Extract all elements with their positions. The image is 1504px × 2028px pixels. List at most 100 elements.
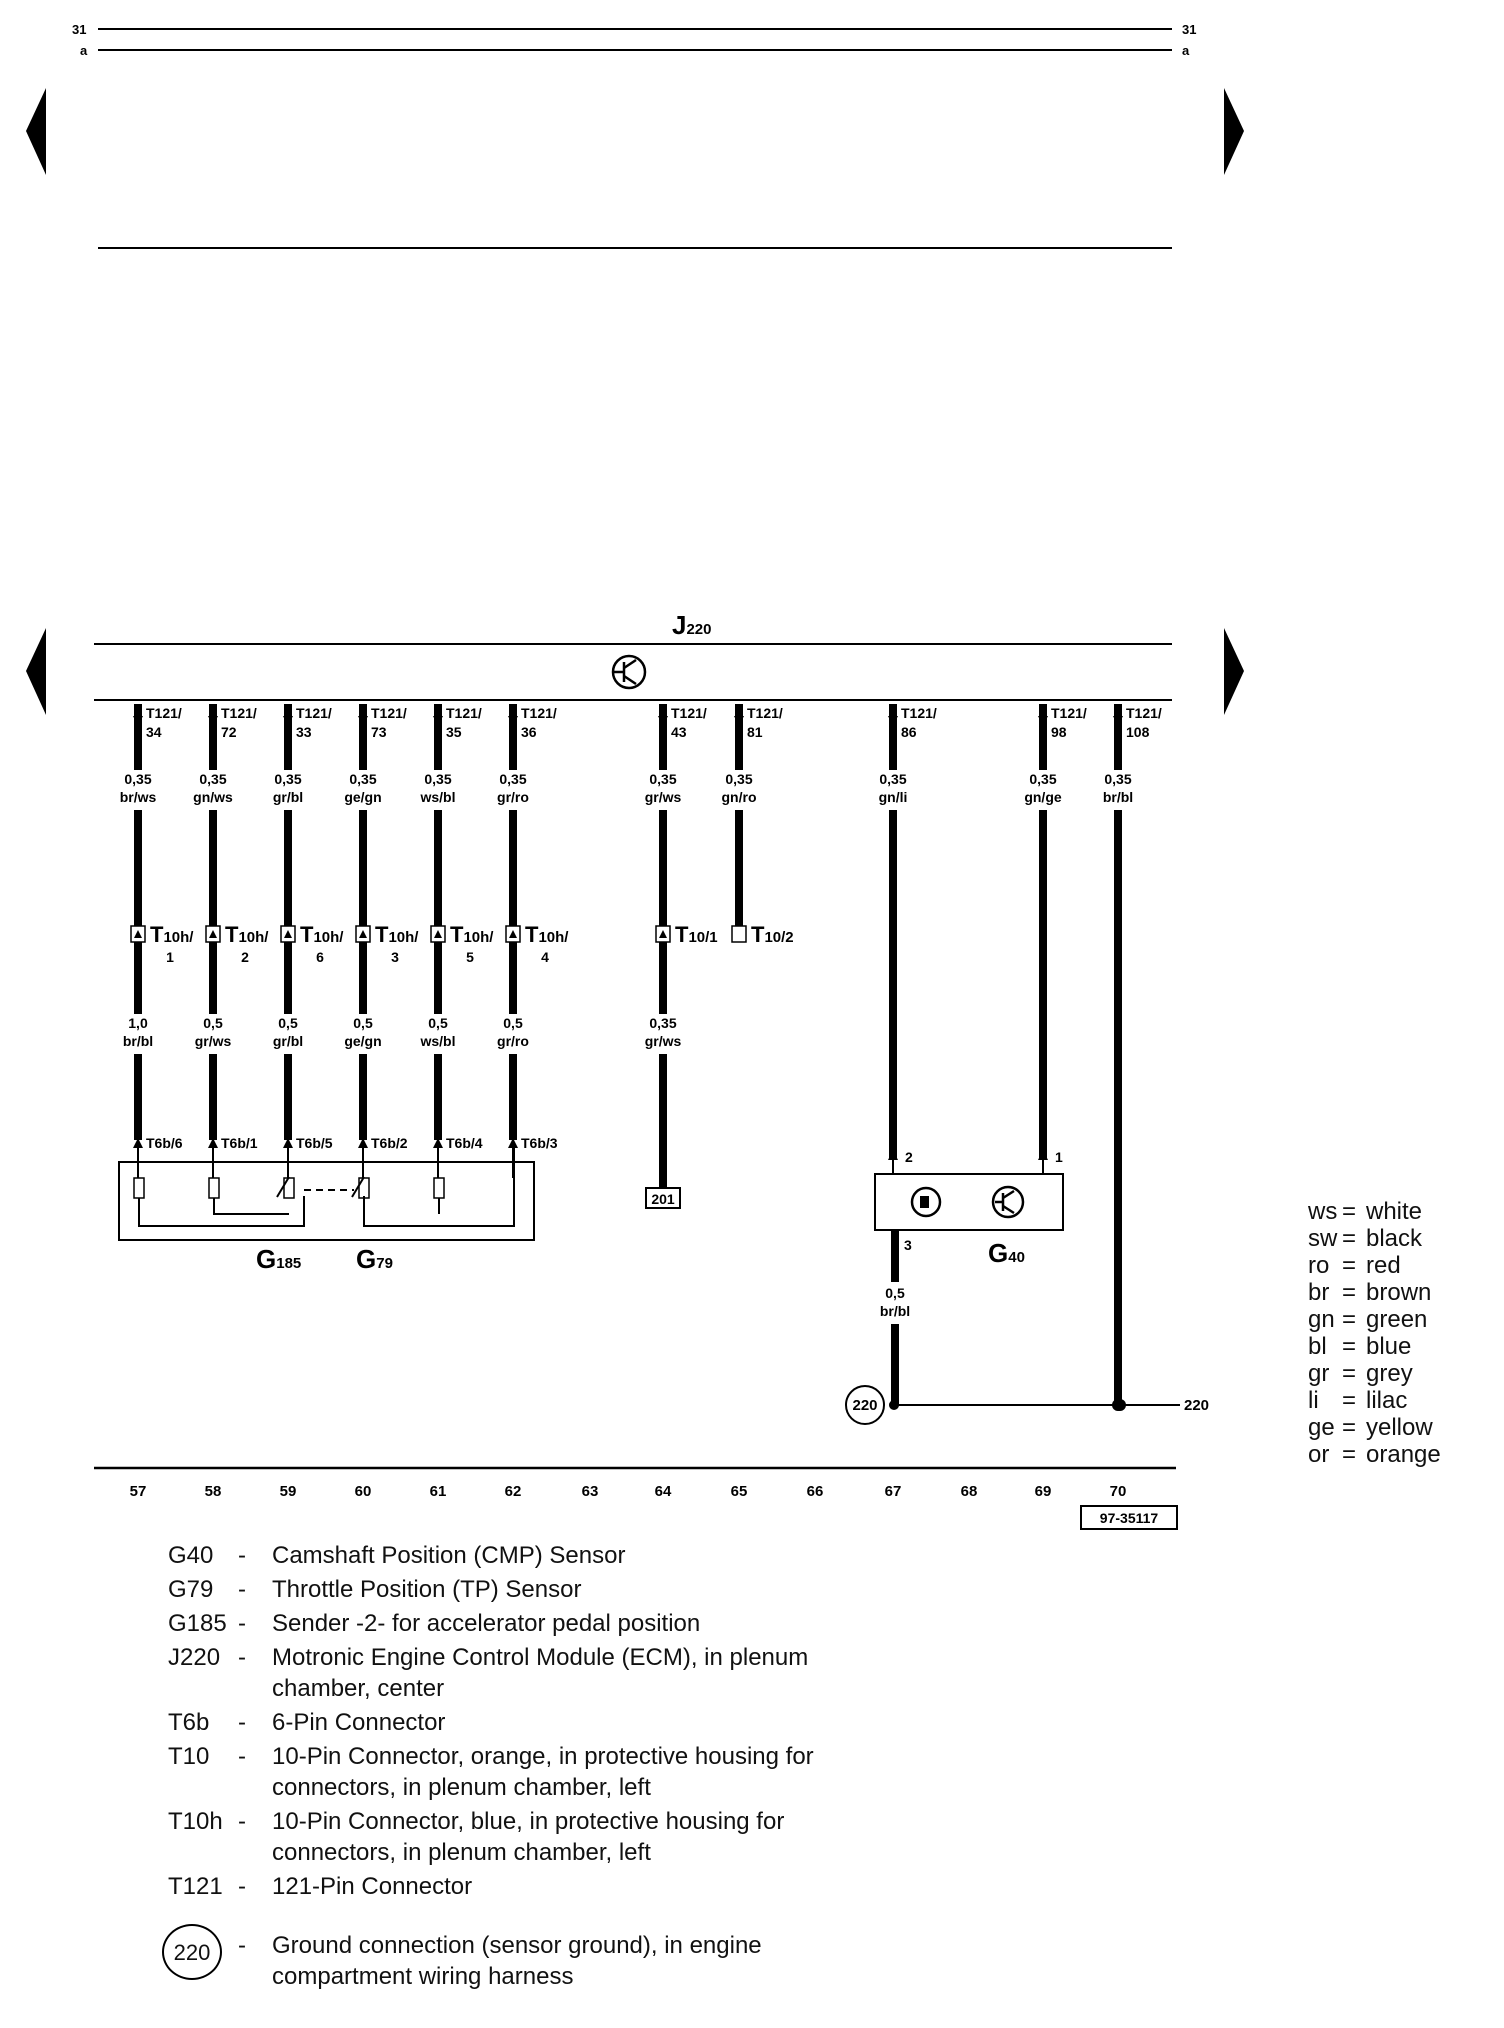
resistor-element: [133, 1177, 145, 1199]
pin-arrow: [734, 716, 744, 726]
pin-arrow: [888, 716, 898, 726]
prev-page-arrow-lower[interactable]: [26, 628, 46, 715]
ecm-pin-number: 72: [221, 724, 237, 740]
ecm-wire-gauge: 0,35: [274, 771, 301, 787]
ecm-pin-label: T121/: [1126, 705, 1162, 721]
ecm-pin-number: 98: [1051, 724, 1067, 740]
equals-sign: =: [1342, 1279, 1357, 1306]
t10-connector-label: T10h/: [150, 922, 194, 947]
ecm-pin-label: T121/: [446, 705, 482, 721]
g40-transistor-icon: [991, 1185, 1025, 1219]
track-number: 70: [1110, 1483, 1127, 1500]
t10-connector-label: T10h/: [375, 922, 419, 947]
t6b-connector-label: T6b/1: [221, 1135, 258, 1151]
ecm-pin-label: T121/: [371, 705, 407, 721]
g185-label: G185: [256, 1244, 301, 1274]
t10-connector-label: T10h/: [450, 922, 494, 947]
legend-dash: -: [238, 1808, 246, 1835]
t10-connector-label: T10h/: [300, 922, 344, 947]
mid-wire-gauge: 0,5: [428, 1015, 448, 1031]
color-name: white: [1366, 1198, 1423, 1225]
legend-row: T121-121-Pin Connector: [168, 1871, 888, 1902]
legend-code: T10h: [168, 1808, 223, 1835]
wire-group: T121/340,35br/wsT10h/11,0br/blT6b/6T121/…: [112, 704, 1162, 1411]
pin-arrow: [208, 716, 218, 726]
ecm-pin-number: 73: [371, 724, 387, 740]
legend-dash: -: [238, 1542, 246, 1569]
ecm-pin-number: 108: [1126, 724, 1150, 740]
legend-description: 6-Pin Connector: [272, 1709, 446, 1736]
color-abbreviation: ge: [1308, 1414, 1335, 1441]
legend-dash: -: [238, 1932, 246, 1959]
ecm-wire-gauge: 0,35: [1104, 771, 1131, 787]
track-number: 58: [205, 1483, 222, 1500]
ecm-wire-color: gr/bl: [273, 789, 303, 805]
equals-sign: =: [1342, 1252, 1357, 1279]
t10-connector-label: T10h/: [525, 922, 569, 947]
legend-row: J220-Motronic Engine Control Module (ECM…: [168, 1642, 888, 1704]
track-number: 68: [961, 1483, 978, 1500]
ecm-pin-label: T121/: [521, 705, 557, 721]
g40-out-pin: 3: [904, 1237, 912, 1253]
ecm-wire-gauge: 0,35: [879, 771, 906, 787]
ecm-j220: J220: [94, 610, 1172, 701]
legend-description: Motronic Engine Control Module (ECM), in…: [272, 1644, 809, 1702]
hall-sensor-icon: [910, 1186, 942, 1218]
color-abbreviation: gn: [1308, 1306, 1335, 1333]
prev-page-arrow[interactable]: [26, 88, 46, 175]
ecm-pin-label: T121/: [146, 705, 182, 721]
ecm-pin-number: 34: [146, 724, 162, 740]
ground-220: 220 220: [845, 1385, 1209, 1425]
ecm-wire-color: gr/ro: [497, 789, 529, 805]
track-number: 64: [655, 1483, 672, 1500]
legend-row: T6b-6-Pin Connector: [168, 1707, 888, 1738]
legend-description: 10-Pin Connector, blue, in protective ho…: [272, 1808, 785, 1866]
document-id: 97-35117: [1100, 1510, 1159, 1526]
legend-row: T10h-10-Pin Connector, blue, in protecti…: [168, 1806, 888, 1868]
equals-sign: =: [1342, 1333, 1357, 1360]
ecm-wire-gauge: 0,35: [199, 771, 226, 787]
mid-wire-color: ws/bl: [419, 1033, 455, 1049]
legend-code: J220: [168, 1644, 221, 1671]
color-code-row: ro=red: [1308, 1252, 1441, 1279]
mid-wire-color: br/bl: [123, 1033, 153, 1049]
ecm-pin-label: T121/: [221, 705, 257, 721]
mid-wire-color: gr/ro: [497, 1033, 529, 1049]
next-page-arrow[interactable]: [1224, 88, 1244, 175]
ecm-pin-number: 81: [747, 724, 763, 740]
color-name: brown: [1366, 1279, 1432, 1306]
mid-wire-gauge: 0,35: [649, 1015, 676, 1031]
t6b-connector-label: T6b/4: [446, 1135, 483, 1151]
legend-code: T121: [168, 1873, 223, 1900]
color-code-row: ge=yellow: [1308, 1414, 1441, 1441]
t6b-connector-label: T6b/3: [521, 1135, 558, 1151]
equals-sign: =: [1342, 1414, 1357, 1441]
color-code-row: or=orange: [1308, 1441, 1441, 1468]
ecm-pin-number: 86: [901, 724, 917, 740]
track-letter-left: a: [80, 43, 88, 58]
pin-arrow: [508, 716, 518, 726]
mid-wire-color: gr/bl: [273, 1033, 303, 1049]
mid-wire-gauge: 0,5: [353, 1015, 373, 1031]
ecm-wire-gauge: 0,35: [124, 771, 151, 787]
color-abbreviation: bl: [1308, 1333, 1327, 1360]
ecm-transistor-icon: [611, 654, 647, 690]
mid-wire-gauge: 0,5: [503, 1015, 523, 1031]
ecm-wire-color: ge/gn: [344, 789, 381, 805]
resistor-element: [433, 1177, 445, 1199]
equals-sign: =: [1342, 1387, 1357, 1414]
ecm-wire-gauge: 0,35: [649, 771, 676, 787]
color-abbreviation: sw: [1308, 1225, 1338, 1252]
track-number: 59: [280, 1483, 297, 1500]
next-page-arrow-lower[interactable]: [1224, 628, 1244, 715]
ecm-wire-gauge: 0,35: [424, 771, 451, 787]
track-letter-right: a: [1182, 43, 1190, 58]
ecm-wire-color: gn/ge: [1024, 789, 1062, 805]
ecm-pin-label: T121/: [671, 705, 707, 721]
